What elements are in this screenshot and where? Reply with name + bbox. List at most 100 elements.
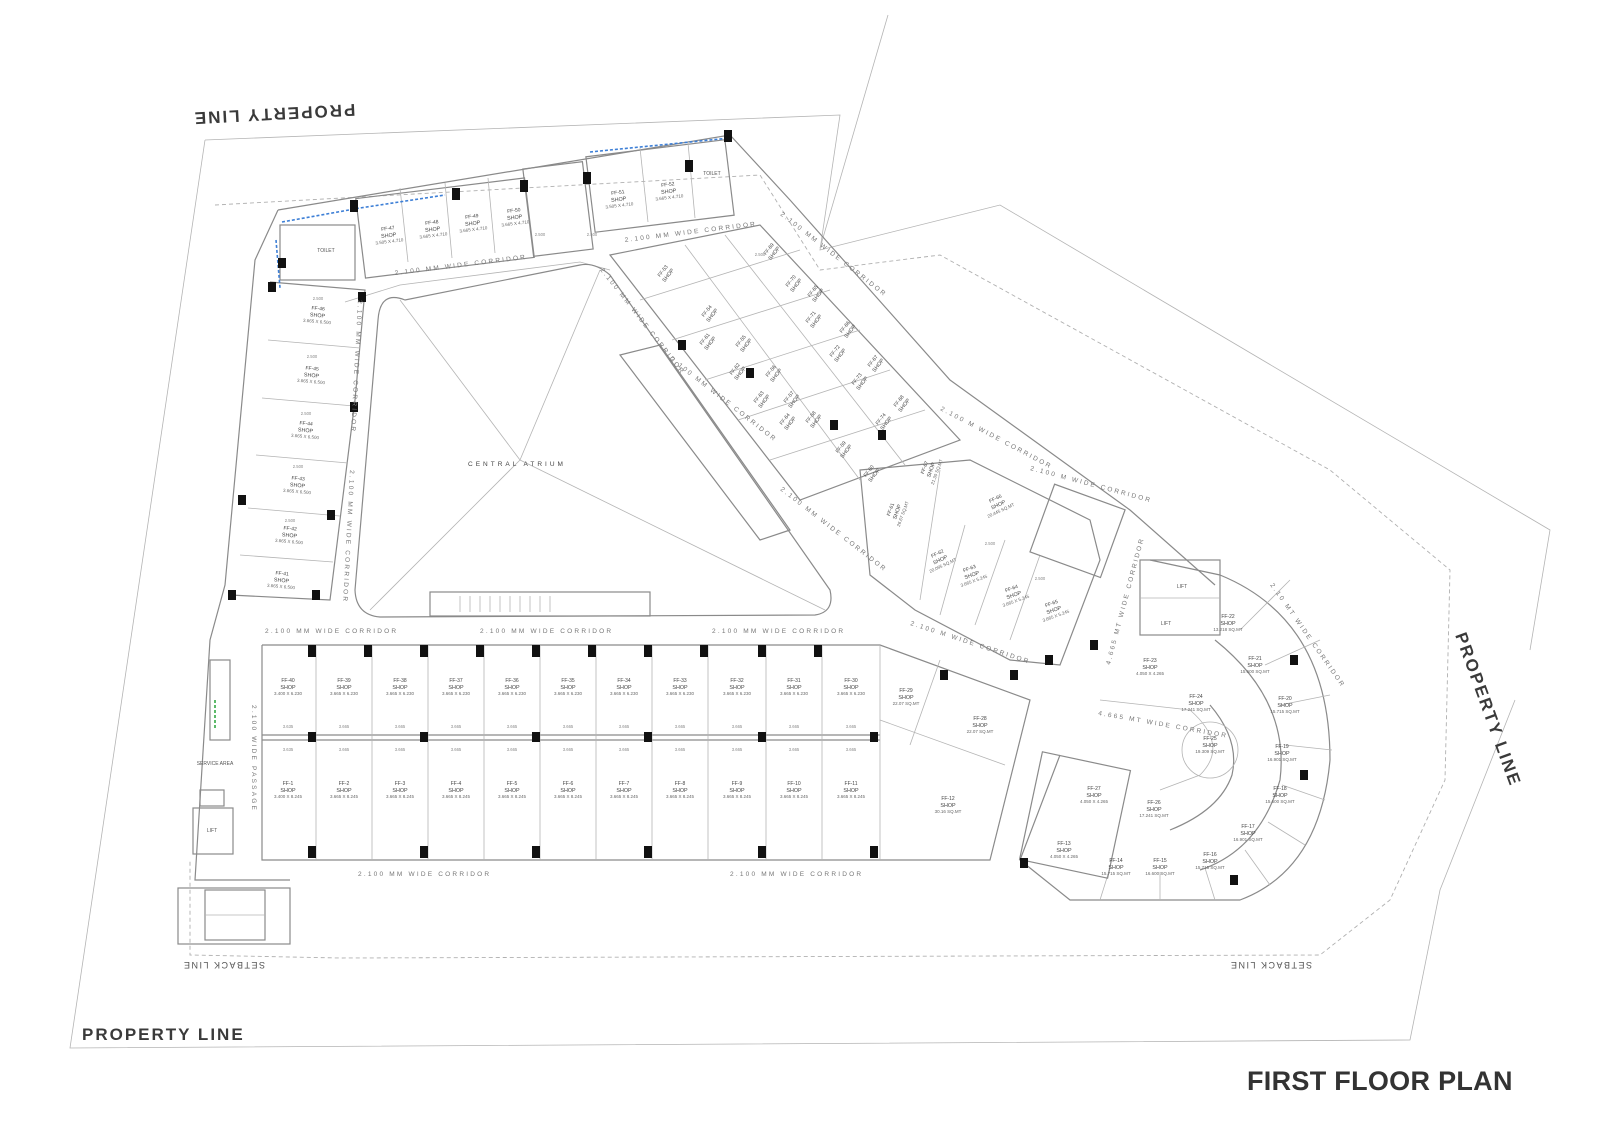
dimension: 3.665 [339,747,350,752]
shop-type: SHOP [1272,793,1288,799]
dimension: 2.500 [313,296,324,301]
corridor-label-north-2: 2.100 MM WIDE CORRIDOR [480,628,613,635]
shop-size: 15.600 SQ.MT [1265,799,1295,804]
shop-type: SHOP [729,788,745,794]
shop-type: SHOP [661,188,677,196]
shop-id: FF-24 [1189,694,1203,700]
service-area-label: SERVICE AREA [197,761,234,767]
shop-type: SHOP [336,788,352,794]
shop-id: FF-31 [787,678,801,684]
shop-size: 3.665 X 4.710 [419,231,448,239]
shop-id: FF-5 [507,781,518,787]
shop-size: 3.665 X 6.230 [780,691,809,696]
shop-grid-lines [315,645,1006,860]
corridor-label-north: 2.100 MM WIDE CORRIDOR [265,628,398,635]
setback-boundary [189,174,1451,959]
shop-id: FF-29 [899,688,913,694]
shop-id: FF-3 [395,781,406,787]
shop-id: FF-9 [732,781,743,787]
shop-type: SHOP [616,685,632,691]
shop-size: 3.665 X 8.245 [780,794,809,799]
corridor-label-left: 2.100 MM WIDE CORRIDOR [349,300,363,433]
shop-size: 3.665 X 6.230 [386,691,415,696]
structural-columns [228,130,1308,885]
dimension: 3.665 [339,724,350,729]
shop-id: FF-16 [1203,852,1217,858]
shop-size: 3.665 X 8.245 [610,794,639,799]
shop-type: SHOP [1274,751,1290,757]
shop-type: SHOP [1188,701,1204,707]
dimension: 3.665 [507,747,518,752]
shop-id: FF-26 [1147,800,1161,806]
shop-id: FF-6 [563,781,574,787]
shop-type: SHOP [843,685,859,691]
shop-id: FF-47 [381,225,395,233]
corridor-label-east: 2.100 M WIDE CORRIDOR [909,620,1031,665]
shop-size: 15.715 SQ.MT [1270,709,1300,714]
corridor-label-south-2: 2.100 MM WIDE CORRIDOR [730,871,863,878]
shop-size: 3.665 X 6.500 [303,318,332,325]
shop-type: SHOP [611,196,627,204]
toilet-label-2: TOILET [317,248,334,254]
shop-type: SHOP [1146,807,1162,813]
shop-id: FF-32 [730,678,744,684]
shop-type: SHOP [729,685,745,691]
shop-type: SHOP [507,214,523,222]
toilet-label: TOILET [703,171,720,177]
shop-id: FF-63 [962,564,977,574]
shop-type: SHOP [1108,865,1124,871]
shop-type: SHOP [786,788,802,794]
plan-title: FIRST FLOOR PLAN [1247,1066,1513,1096]
shop-size: 3.665 X 6.500 [283,488,312,495]
shop-type: SHOP [843,788,859,794]
corridor-label-left-2: 2.100 MM WIDE CORRIDOR [341,470,355,603]
top-shop-row [279,137,735,281]
shop-type: SHOP [304,372,320,379]
shop-type: SHOP [672,788,688,794]
lift-label-east: LIFT [1177,584,1187,590]
shop-id: FF-42 [283,525,297,532]
shop-id: FF-28 [973,716,987,722]
dimension: 3.665 [395,724,406,729]
shop-type: SHOP [448,685,464,691]
shop-size: 4.050 X 4.265 [1136,671,1165,676]
dimension: 3.665 [675,724,686,729]
shop-type: SHOP [898,695,914,701]
shop-id: FF-49 [465,213,479,221]
dimension: 2.500 [755,252,766,257]
dimension: 2.500 [1035,576,1046,581]
shop-id: FF-64 [1004,584,1019,594]
shop-type: SHOP [1056,848,1072,854]
shop-id: FF-12 [941,796,955,802]
property-line-bottom: PROPERTY LINE [82,1025,245,1044]
shop-size: 3.665 X 6.230 [330,691,359,696]
stair-treads [459,596,551,612]
